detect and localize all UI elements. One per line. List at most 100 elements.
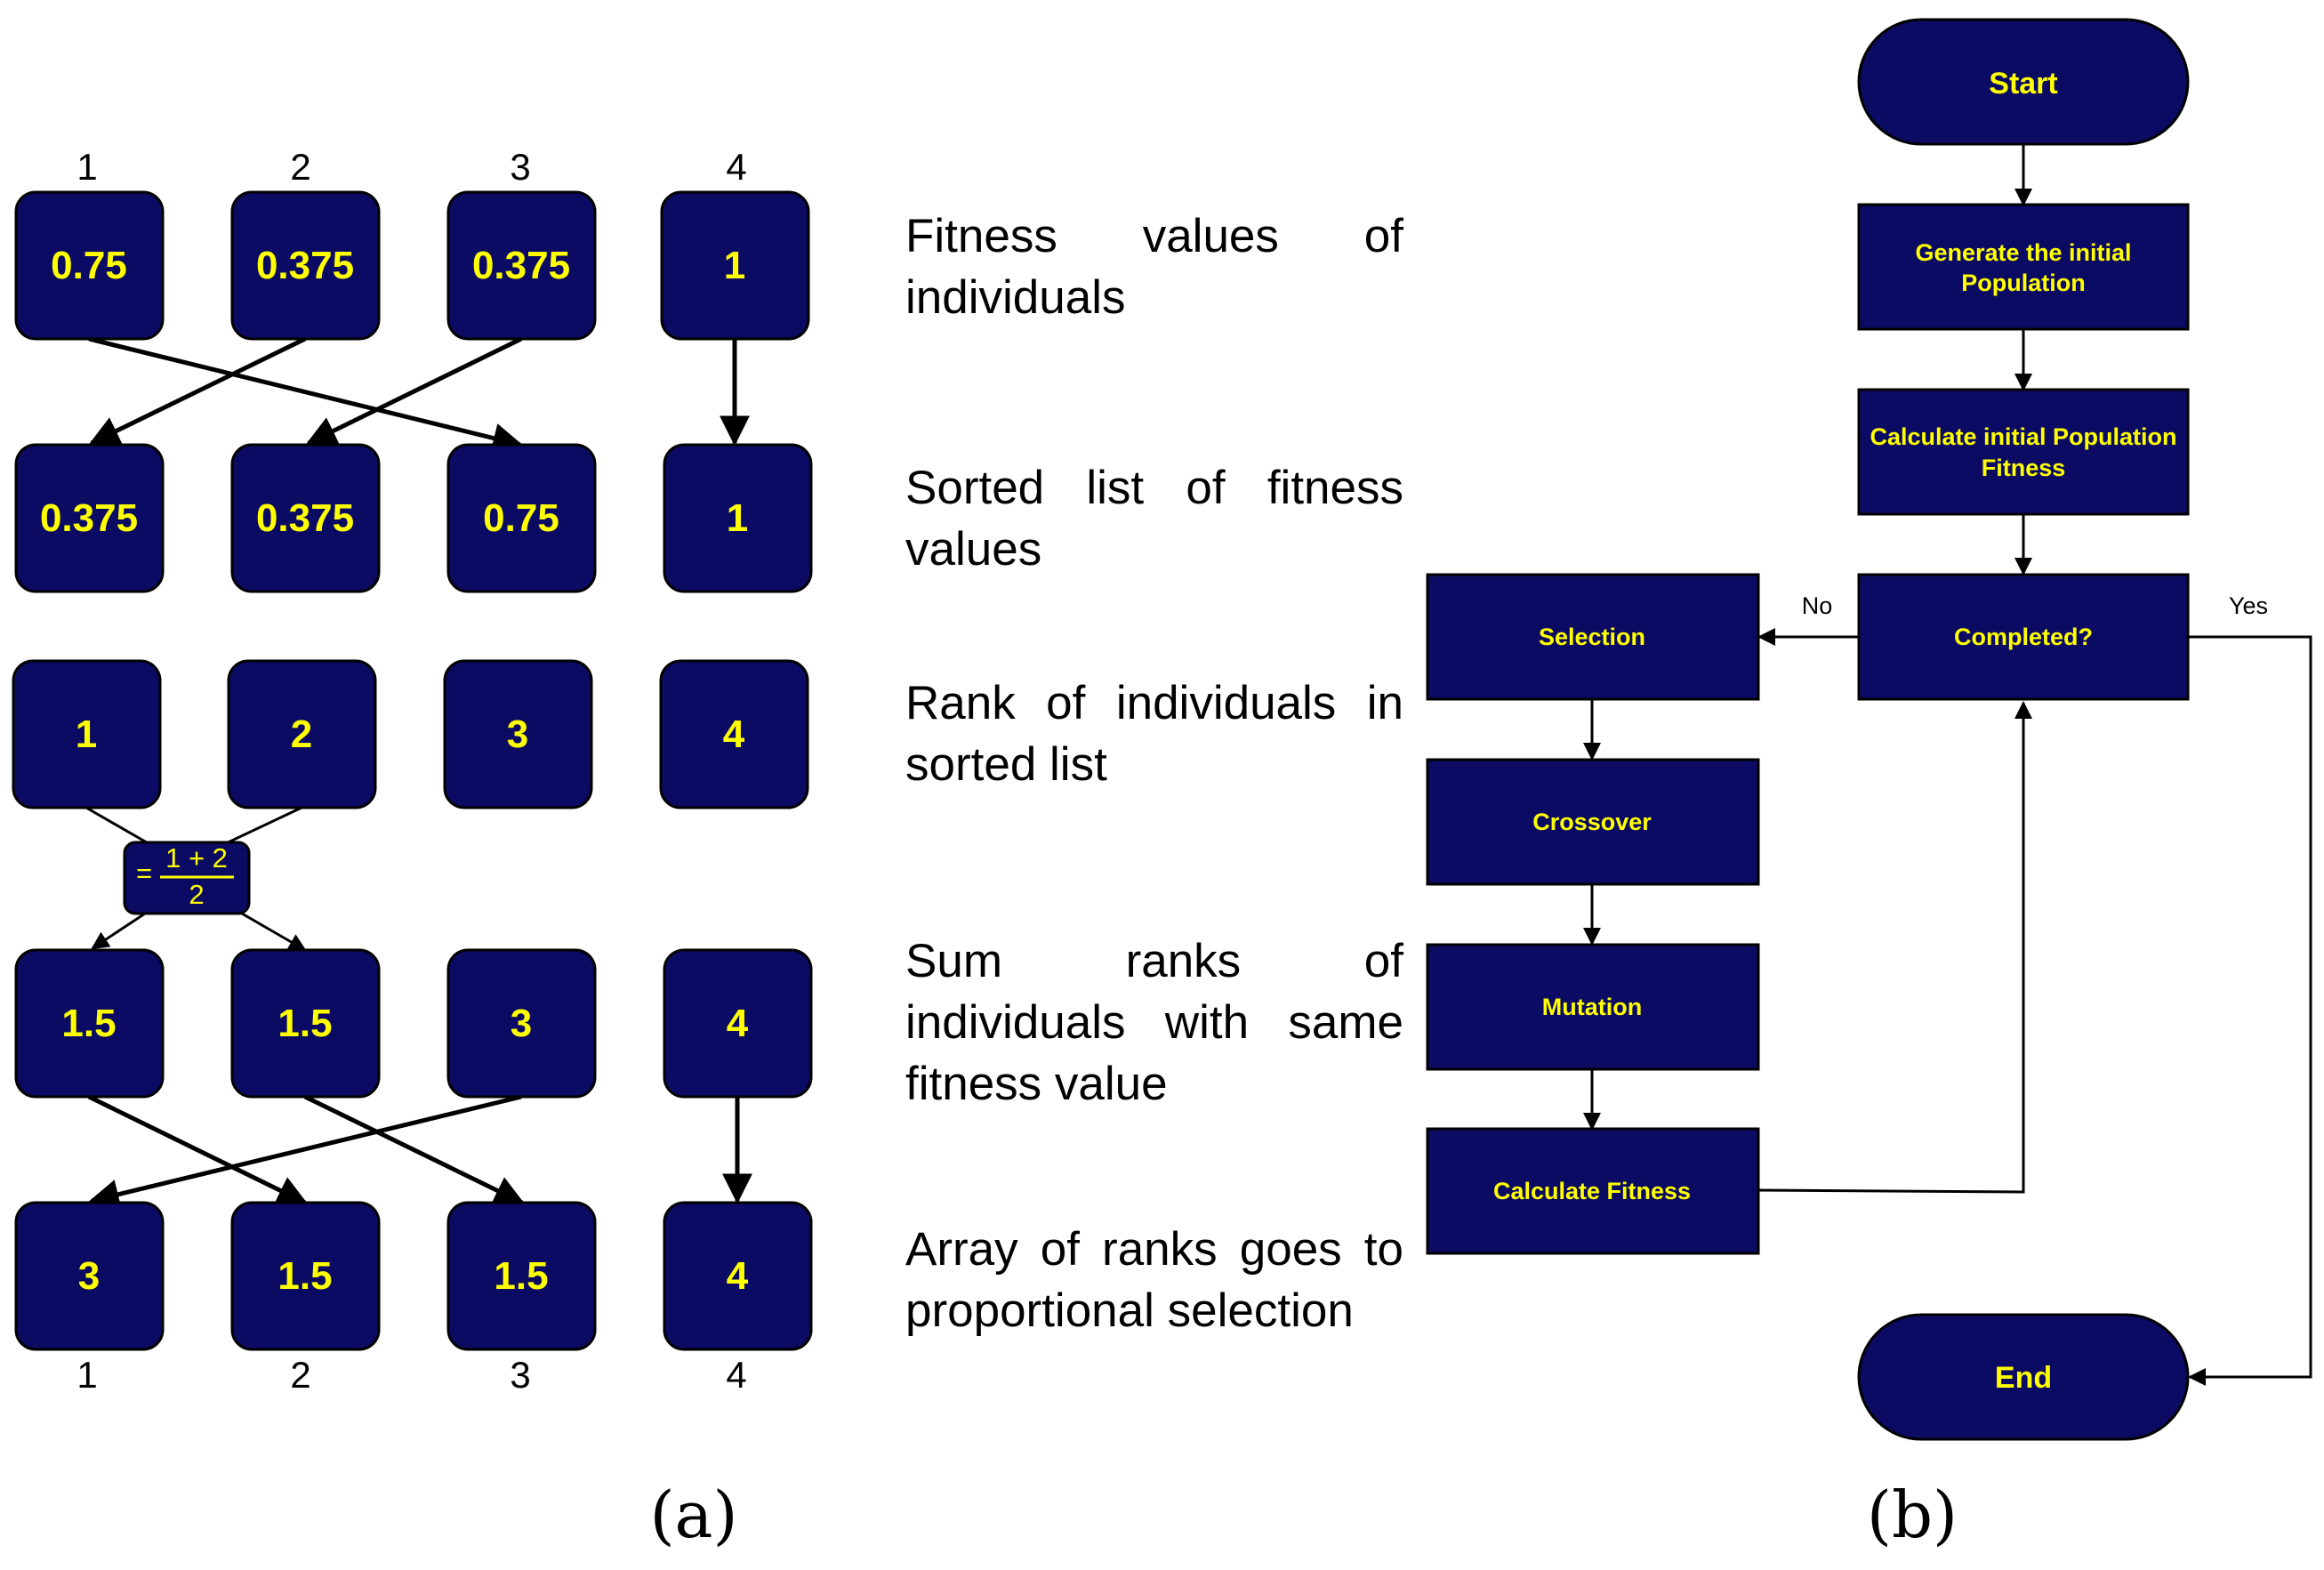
process-box xyxy=(1857,388,2190,516)
arrow-sort xyxy=(88,336,307,446)
cell-box xyxy=(230,443,381,593)
calculate-fitness-step: Calculate Fitness xyxy=(1426,1127,1760,1255)
selection-step: Selection xyxy=(1426,573,1760,701)
generate-population-step: Generate the initial Population xyxy=(1857,203,2190,331)
flow-arrow-loop xyxy=(1757,701,2032,1194)
formula-denominator: 2 xyxy=(189,879,204,910)
cell-value: 0.375 xyxy=(40,496,138,540)
row-rank: 1 2 3 4 xyxy=(12,659,809,809)
top-index-2: 2 xyxy=(290,146,310,188)
cell-value: 0.375 xyxy=(472,244,570,287)
cell-box xyxy=(230,190,381,341)
cell-box xyxy=(663,443,813,593)
cell-box xyxy=(446,948,597,1099)
panel-b: Start Generate the initial Population Ca… xyxy=(1426,18,2312,1552)
connector-line xyxy=(85,806,152,847)
cell-value: 0.375 xyxy=(256,244,354,287)
cell-box xyxy=(446,443,597,593)
top-index-1: 1 xyxy=(76,146,97,188)
terminal-shape xyxy=(1857,18,2190,146)
arrow-average xyxy=(241,912,307,952)
arrow-average xyxy=(91,912,146,950)
generate-label-line2: Population xyxy=(1961,270,2085,296)
edge-label-yes: Yes xyxy=(2229,592,2268,619)
formula-numerator: 1 + 2 xyxy=(165,842,228,874)
mutation-label: Mutation xyxy=(1542,994,1642,1020)
edge-label-no: No xyxy=(1802,592,1833,619)
formula-equals: = xyxy=(136,857,152,889)
process-box xyxy=(1426,943,1760,1071)
calculate-initial-line1: Calculate initial Population xyxy=(1870,423,2176,450)
cell-value: 0.75 xyxy=(483,496,559,540)
process-box xyxy=(1857,203,2190,331)
panel-label-a: (a) xyxy=(649,1477,737,1552)
average-formula: = 1 + 2 2 xyxy=(123,841,251,915)
bottom-index-4: 4 xyxy=(726,1354,746,1396)
calculate-initial-line2: Fitness xyxy=(1982,455,2066,481)
connector-line xyxy=(221,806,302,847)
terminal-shape xyxy=(1857,1313,2190,1441)
cell-value: 2 xyxy=(291,713,312,756)
arrow-sort xyxy=(88,336,524,454)
cell-box xyxy=(443,659,593,809)
top-index-3: 3 xyxy=(510,146,530,188)
completed-decision: Completed? xyxy=(1857,573,2190,701)
row-sum-ranks: 1.5 1.5 3 4 xyxy=(14,948,813,1099)
cell-value: 1.5 xyxy=(61,1002,116,1045)
end-terminal: End xyxy=(1857,1313,2190,1441)
cell-value: 3 xyxy=(511,1002,532,1045)
bottom-index-2: 2 xyxy=(290,1354,310,1396)
arrow-sort xyxy=(305,336,523,446)
selection-label: Selection xyxy=(1539,624,1645,650)
flow-arrow-yes xyxy=(2188,635,2312,1386)
bottom-index-1: 1 xyxy=(76,1354,97,1396)
top-index-4: 4 xyxy=(726,146,746,188)
generate-label-line1: Generate the initial xyxy=(1915,239,2131,266)
arrow-reorder xyxy=(88,1094,522,1210)
crossover-step: Crossover xyxy=(1426,758,1760,886)
cell-value: 1 xyxy=(724,244,745,287)
process-box xyxy=(1426,758,1760,886)
cell-box xyxy=(14,443,165,593)
start-label: Start xyxy=(1989,67,2057,101)
cell-box xyxy=(663,1201,813,1351)
cell-value: 4 xyxy=(723,713,745,756)
cell-box xyxy=(446,1201,597,1351)
cell-value: 1.5 xyxy=(277,1002,332,1045)
cell-box xyxy=(659,659,809,809)
cell-value: 3 xyxy=(507,713,528,756)
row-final-ranks: 3 1.5 1.5 4 xyxy=(14,1201,813,1351)
panel-a: 1 2 3 4 0.75 0.375 0.375 1 0.375 0.375 0… xyxy=(12,146,1403,1552)
bottom-index-3: 3 xyxy=(510,1354,530,1396)
calculate-fitness-label: Calculate Fitness xyxy=(1493,1178,1691,1204)
decision-box xyxy=(1857,573,2190,701)
process-box xyxy=(1426,1127,1760,1255)
cell-value: 4 xyxy=(727,1254,749,1298)
panel-label-b: (b) xyxy=(1867,1477,1958,1552)
cell-value: 1 xyxy=(76,713,97,756)
process-box xyxy=(1426,573,1760,701)
cell-value: 0.375 xyxy=(256,496,354,540)
calculate-initial-fitness-step: Calculate initial Population Fitness xyxy=(1857,388,2190,516)
mutation-step: Mutation xyxy=(1426,943,1760,1071)
cell-value: 1.5 xyxy=(494,1254,548,1298)
start-terminal: Start xyxy=(1857,18,2190,146)
arrow-reorder xyxy=(303,1094,526,1205)
row-sorted: 0.375 0.375 0.75 1 xyxy=(14,443,813,593)
cell-box xyxy=(230,1201,381,1351)
cell-value: 4 xyxy=(727,1002,749,1045)
cell-box xyxy=(227,659,377,809)
cell-box xyxy=(14,1201,165,1351)
cell-value: 1.5 xyxy=(277,1254,332,1298)
crossover-label: Crossover xyxy=(1532,809,1652,835)
cell-value: 1 xyxy=(727,496,748,540)
arrow-reorder xyxy=(87,1094,309,1205)
row-fitness: 0.75 0.375 0.375 1 xyxy=(14,190,810,341)
completed-label: Completed? xyxy=(1954,624,2093,650)
